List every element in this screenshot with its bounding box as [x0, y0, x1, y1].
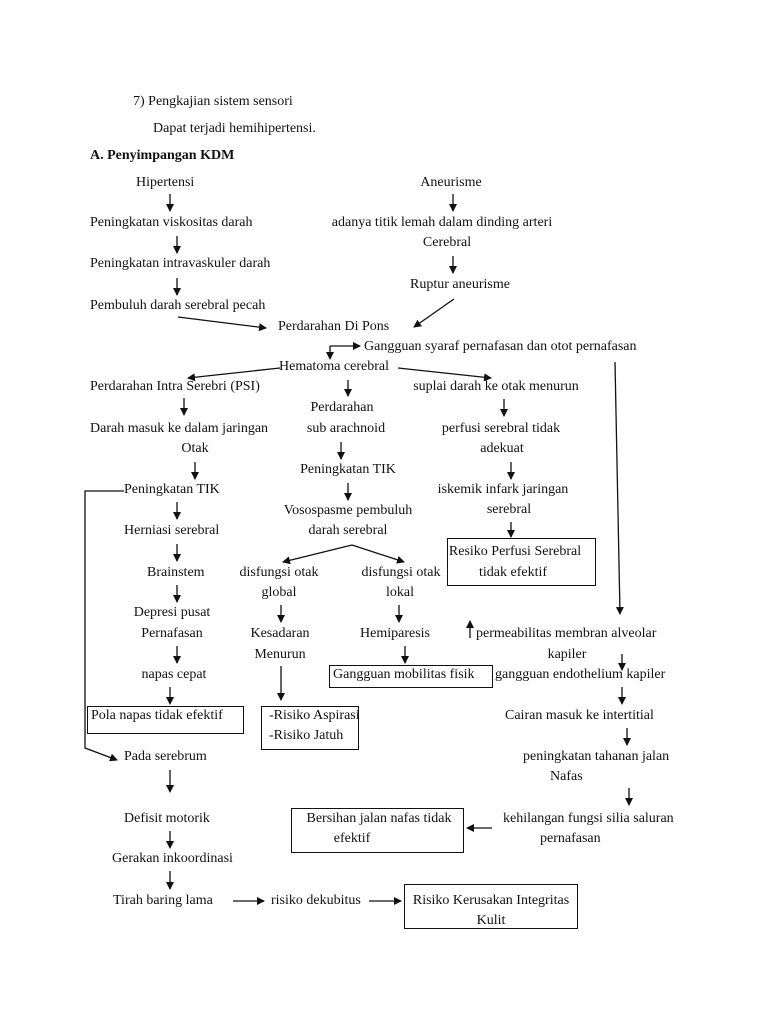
arrow-gangguan-down	[614, 361, 624, 615]
node-pada-serebrum: Pada serebrum	[124, 749, 207, 764]
diagnosis-perfusi-line2: tidak efektif	[478, 565, 548, 580]
diagnosis-bersihan-line2: efektif	[333, 831, 371, 846]
diagnosis-box-mobilitas	[329, 665, 493, 688]
node-kapiler: kapiler	[547, 647, 587, 662]
node-cairan: Cairan masuk ke intertitial	[505, 708, 654, 723]
node-kesadaran: Kesadaran	[250, 626, 310, 641]
node-pembuluh-pecah: Pembuluh darah serebral pecah	[90, 298, 266, 313]
node-peningkatan-tik-left: Peningkatan TIK	[124, 482, 220, 497]
node-silia-2: pernafasan	[540, 831, 601, 846]
arrow-to-pons-left	[177, 316, 267, 332]
section-7-heading: 7) Pengkajian sistem sensori	[133, 94, 293, 109]
node-hemiparesis: Hemiparesis	[360, 626, 430, 641]
node-depresi: Depresi pusat	[133, 605, 211, 620]
node-aneurisme: Aneurisme	[420, 175, 482, 190]
node-napas-cepat: napas cepat	[141, 667, 207, 682]
node-hipertensi: Hipertensi	[136, 175, 195, 190]
node-perfusi-2: adekuat	[480, 441, 524, 456]
node-defisit-motorik: Defisit motorik	[124, 811, 210, 826]
node-disfungsi-lokal-2: lokal	[386, 585, 414, 600]
diagnosis-box-pola-napas	[87, 706, 244, 734]
arrow-tik-to-serebrum	[84, 490, 124, 762]
node-menurun: Menurun	[254, 647, 306, 662]
diagnosis-integritas-line2: Kulit	[476, 913, 506, 928]
node-silia-1: kehilangan fungsi silia saluran	[503, 811, 674, 826]
node-herniasi: Herniasi serebral	[124, 523, 220, 538]
node-hematoma: Hematoma cerebral	[279, 359, 389, 374]
diagnosis-integritas-line1: Risiko Kerusakan Integritas	[412, 893, 570, 908]
diagnosis-pola-napas: Pola napas tidak efektif	[91, 708, 223, 723]
node-disfungsi-global-1: disfungsi otak	[239, 565, 319, 580]
diagram-title: A. Penyimpangan KDM	[90, 148, 235, 163]
node-psi: Perdarahan Intra Serebri (PSI)	[90, 379, 260, 394]
node-risiko-dekubitus: risiko dekubitus	[271, 893, 361, 908]
node-perfusi-1: perfusi serebral tidak	[441, 421, 561, 436]
diagnosis-box-integritas	[404, 884, 578, 929]
node-inkoordinasi: Gerakan inkoordinasi	[112, 851, 233, 866]
diagnosis-mobilitas: Gangguan mobilitas fisik	[333, 667, 475, 682]
node-pernafasan: Pernafasan	[141, 626, 203, 641]
node-brainstem: Brainstem	[147, 565, 205, 580]
node-titik-lemah: adanya titik lemah dalam dinding arteri	[331, 215, 553, 230]
node-iskemik-2: serebral	[486, 502, 532, 517]
arrow-to-pons-right	[413, 298, 455, 328]
diagnosis-box-aspirasi-jatuh	[261, 706, 359, 750]
arrow-to-psi	[187, 367, 281, 382]
node-suplai: suplai darah ke otak menurun	[413, 379, 579, 394]
node-otak: Otak	[181, 441, 209, 456]
node-peningkatan-tik-center: Peningkatan TIK	[300, 462, 396, 477]
arrow-to-suplai	[397, 367, 492, 382]
node-tirah-baring: Tirah baring lama	[113, 893, 213, 908]
node-tahanan-2: Nafas	[550, 769, 583, 784]
node-iskemik-1: iskemik infark jaringan	[437, 482, 569, 497]
node-cerebral: Cerebral	[422, 235, 472, 250]
node-tahanan-1: peningkatan tahanan jalan	[523, 749, 670, 764]
diagnosis-bersihan-line1: Bersihan jalan nafas tidak	[306, 811, 452, 826]
node-disfungsi-lokal-1: disfungsi otak	[361, 565, 441, 580]
arrow-to-lokal	[351, 544, 405, 564]
node-darah-serebral: darah serebral	[308, 523, 388, 538]
node-vasospasme: Vosospasme pembuluh	[283, 503, 413, 518]
node-disfungsi-global-2: global	[261, 585, 297, 600]
node-sub-arachnoid: sub arachnoid	[306, 421, 386, 436]
diagnosis-box-bersihan	[291, 808, 464, 853]
section-7-text: Dapat terjadi hemihipertensi.	[153, 121, 316, 136]
diagnosis-box-perfusi	[447, 538, 596, 586]
node-darah-masuk: Darah masuk ke dalam jaringan	[90, 421, 269, 436]
node-gangguan-syaraf: Gangguan syaraf pernafasan dan otot pern…	[364, 339, 637, 354]
node-intravaskuler: Peningkatan intravaskuler darah	[90, 256, 271, 271]
node-perdarahan-sub: Perdarahan	[310, 400, 374, 415]
diagnosis-perfusi-line1: Resiko Perfusi Serebral	[448, 544, 582, 559]
node-permeabilitas: permeabilitas membran alveolar	[476, 626, 657, 641]
node-ruptur: Ruptur aneurisme	[410, 277, 510, 292]
diagnosis-risiko-aspirasi: -Risiko Aspirasi	[269, 708, 360, 723]
diagnosis-risiko-jatuh: -Risiko Jatuh	[269, 728, 344, 743]
node-viskositas: Peningkatan viskositas darah	[90, 215, 253, 230]
node-perdarahan-pons: Perdarahan Di Pons	[278, 319, 390, 334]
arrow-to-global	[282, 544, 353, 565]
